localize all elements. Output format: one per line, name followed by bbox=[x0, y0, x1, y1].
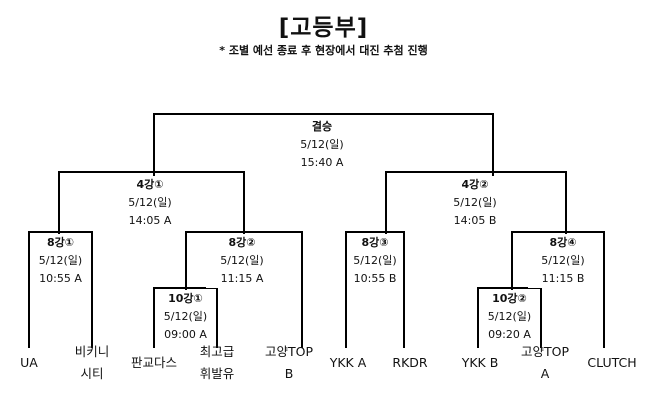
page-title: [고등부] bbox=[278, 15, 369, 41]
semi1-bracket-line bbox=[58, 171, 245, 240]
semi1-match-time: 14:05 A bbox=[128, 214, 172, 227]
qf1-match-date: 5/12(일) bbox=[38, 254, 83, 267]
r10a-match-time: 09:00 A bbox=[164, 328, 207, 341]
r10b-bracket-line bbox=[477, 287, 542, 348]
qf4-match-name: 8강④ bbox=[549, 236, 577, 249]
r10a-match: 10강① 5/12(일) 09:00 A bbox=[156, 290, 215, 344]
final-match: 결승 5/12(일) 15:40 A bbox=[281, 118, 363, 172]
semi2-bracket-line bbox=[385, 171, 567, 240]
r10b-match-date: 5/12(일) bbox=[487, 310, 532, 323]
qf1-match: 8강① 5/12(일) 10:55 A bbox=[31, 234, 90, 288]
final-match-date: 5/12(일) bbox=[300, 138, 344, 151]
team-clutch: CLUTCH bbox=[587, 355, 637, 370]
qf1-match-time: 10:55 A bbox=[39, 272, 82, 285]
r10b-match-name: 10강② bbox=[492, 292, 527, 305]
semi1-match: 4강① 5/12(일) 14:05 A bbox=[109, 176, 191, 230]
semi2-match: 4강② 5/12(일) 14:05 B bbox=[434, 176, 516, 230]
qf3-match-name: 8강③ bbox=[361, 236, 389, 249]
team-goyang-top-a: 고양TOP A bbox=[520, 344, 569, 381]
r10b-match-time: 09:20 A bbox=[488, 328, 531, 341]
page-subtitle: * 조별 예선 종료 후 현장에서 대진 추첨 진행 bbox=[219, 44, 428, 57]
semi2-match-time: 14:05 B bbox=[453, 214, 497, 227]
r10a-match-date: 5/12(일) bbox=[163, 310, 208, 323]
team-choegogeup-hwibalyu: 최고급 휘발유 bbox=[199, 344, 235, 381]
qf2-match-date: 5/12(일) bbox=[220, 254, 264, 267]
qf3-match: 8강③ 5/12(일) 10:55 B bbox=[348, 234, 402, 288]
team-ykk-b: YKK B bbox=[461, 355, 499, 370]
final-bracket-line bbox=[153, 113, 494, 180]
qf3-match-time: 10:55 B bbox=[353, 272, 397, 285]
final-match-name: 결승 bbox=[311, 120, 333, 133]
qf4-match: 8강④ 5/12(일) 11:15 B bbox=[528, 234, 598, 288]
team-bikini-city: 비키니 시티 bbox=[74, 344, 110, 381]
qf1-match-name: 8강① bbox=[46, 236, 75, 249]
r10a-match-name: 10강① bbox=[168, 292, 203, 305]
qf3-match-date: 5/12(일) bbox=[353, 254, 397, 267]
r10a-bracket-line bbox=[153, 287, 218, 348]
qf2-match: 8강② 5/12(일) 11:15 A bbox=[206, 234, 278, 288]
qf4-match-time: 11:15 B bbox=[541, 272, 585, 285]
qf4-bracket-line bbox=[511, 231, 605, 348]
qf2-match-name: 8강② bbox=[228, 236, 256, 249]
semi2-match-name: 4강② bbox=[461, 178, 489, 191]
team-ykk-a: YKK A bbox=[329, 355, 367, 370]
semi1-match-date: 5/12(일) bbox=[128, 196, 172, 209]
r10b-match: 10강② 5/12(일) 09:20 A bbox=[480, 290, 539, 344]
semi1-match-name: 4강① bbox=[136, 178, 164, 191]
team-ua: UA bbox=[20, 355, 38, 370]
team-rkdr: RKDR bbox=[392, 355, 428, 370]
qf3-bracket-line bbox=[345, 231, 405, 348]
final-match-time: 15:40 A bbox=[300, 156, 344, 169]
qf1-bracket-line bbox=[28, 231, 93, 348]
qf2-match-time: 11:15 A bbox=[220, 272, 264, 285]
qf4-match-date: 5/12(일) bbox=[541, 254, 585, 267]
semi2-match-date: 5/12(일) bbox=[453, 196, 497, 209]
team-pangyo-das: 판교다스 bbox=[130, 355, 177, 370]
team-goyang-top-b: 고양TOP B bbox=[264, 344, 313, 381]
qf2-bracket-line bbox=[185, 231, 303, 348]
